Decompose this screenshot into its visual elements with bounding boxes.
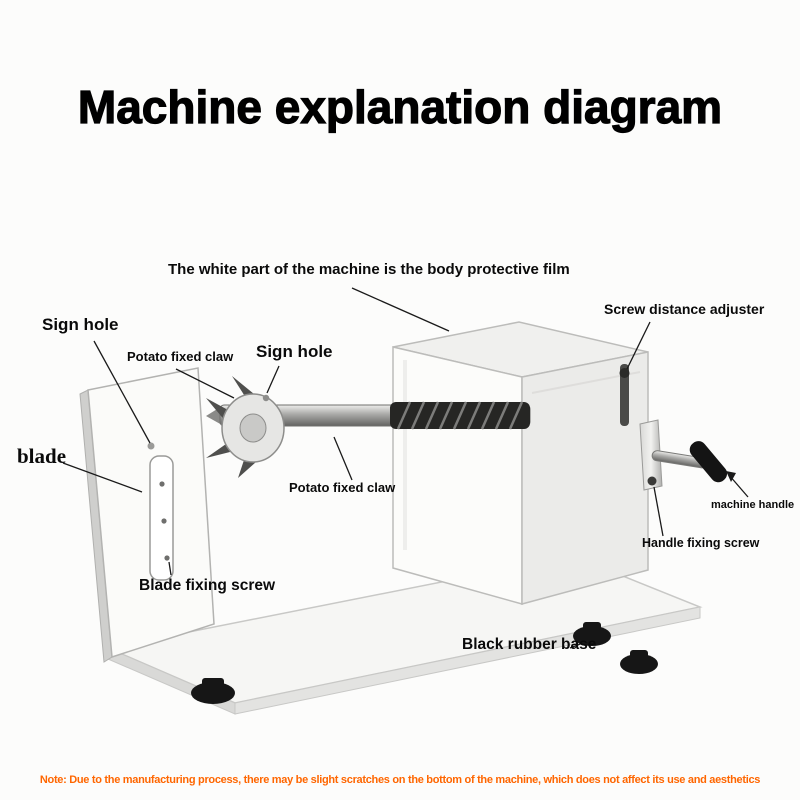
label-sign-hole-left: Sign hole	[42, 315, 119, 334]
shaft	[206, 401, 531, 430]
leader-screw-adjuster	[626, 321, 651, 370]
leader-lines	[62, 287, 749, 649]
leader-sign-hole-center	[266, 365, 280, 394]
leader-claw-bottom	[333, 436, 353, 481]
leader-claw-top	[175, 368, 235, 399]
crank-bracket	[639, 419, 663, 491]
blade-plate	[79, 367, 215, 663]
machine-body	[392, 321, 649, 605]
label-sign-hole-center: Sign hole	[256, 342, 333, 361]
claw-prong	[232, 376, 254, 398]
label-black-rubber-base: Black rubber base	[462, 636, 597, 653]
label-machine-handle: machine handle	[711, 499, 795, 511]
leader-rubber-base	[569, 640, 589, 649]
leader-sign-hole-left	[93, 340, 151, 444]
label-protective-film: The white part of the machine is the bod…	[168, 261, 570, 278]
label-potato-claw-top: Potato fixed claw	[127, 349, 234, 364]
sign-hole-claw	[262, 394, 270, 402]
machine-handle	[689, 441, 728, 483]
screw-distance-adjuster-knob	[619, 368, 630, 378]
manufacturing-note: Note: Due to the manufacturing process, …	[39, 774, 761, 786]
label-potato-claw-bottom: Potato fixed claw	[289, 480, 396, 495]
rubber-feet	[191, 622, 658, 704]
claw-prong	[238, 460, 256, 478]
blade-strip	[149, 455, 174, 581]
label-screw-adjuster: Screw distance adjuster	[604, 301, 765, 317]
rubber-foot	[620, 654, 658, 674]
blade-fixing-screw	[164, 555, 170, 561]
potato-fixed-claw	[206, 376, 285, 478]
label-blade: blade	[17, 444, 67, 468]
spiral-spring	[390, 401, 530, 430]
claw-prong	[206, 398, 228, 422]
label-blade-fixing-screw: Blade fixing screw	[139, 577, 276, 594]
claw-prong	[206, 444, 230, 458]
handle-arrowhead	[726, 471, 736, 482]
leader-protective-film	[351, 287, 450, 332]
sign-hole	[147, 442, 155, 450]
adjuster-slot	[620, 364, 629, 426]
leader-blade-screw	[168, 561, 172, 576]
leader-handle-screw	[653, 486, 664, 537]
rubber-foot	[191, 682, 235, 704]
crank-assembly	[619, 364, 728, 491]
leader-blade	[62, 462, 143, 493]
handle-fixing-screw	[647, 476, 657, 486]
label-handle-fixing-screw: Handle fixing screw	[642, 536, 760, 550]
rubber-foot	[573, 626, 611, 646]
page-title: Machine explanation diagram	[77, 80, 723, 133]
